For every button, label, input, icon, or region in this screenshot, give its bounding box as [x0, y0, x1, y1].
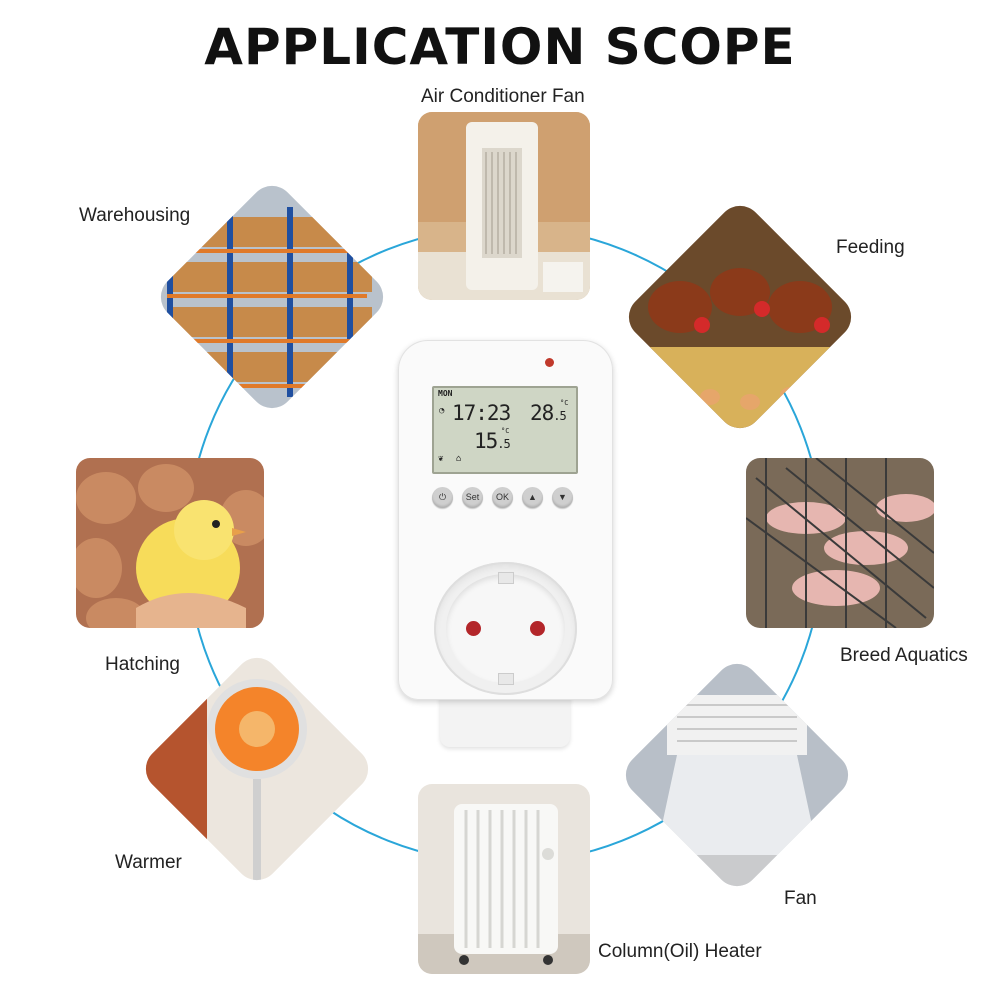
label-fan: Fan: [784, 888, 817, 909]
down-button[interactable]: ▼: [552, 487, 573, 508]
leaf-icon: ❦: [438, 454, 444, 464]
lcd-display: MON ◔ 17:23 28.5 °C 15.5 °C ❦ ⌂: [432, 386, 578, 474]
up-arrow-icon: ▲: [528, 492, 537, 502]
lcd-day: MON: [438, 389, 453, 398]
indicator-led: [545, 358, 554, 367]
clock-icon: ◔: [439, 406, 445, 416]
earth-clip-top: [498, 572, 514, 584]
label-feeding: Feeding: [836, 237, 905, 258]
thermostat-socket-device: MON ◔ 17:23 28.5 °C 15.5 °C ❦ ⌂ ⏻ Set OK…: [398, 340, 613, 747]
label-warmer: Warmer: [115, 852, 182, 873]
socket-face: [446, 572, 565, 685]
socket-hole-right: [530, 621, 545, 636]
earth-clip-bottom: [498, 673, 514, 685]
lcd-current-temp: 28.5: [530, 401, 567, 425]
lcd-time: 17:23: [452, 401, 511, 425]
breed-aquatics-image: [746, 458, 934, 628]
air-conditioner-fan-image: [418, 112, 590, 300]
power-socket: [434, 562, 577, 695]
power-button[interactable]: ⏻: [432, 487, 453, 508]
lcd-set-temp: 15.5: [474, 429, 511, 453]
label-warehousing: Warehousing: [79, 205, 191, 226]
column-oil-heater-image: [418, 784, 590, 974]
house-icon: ⌂: [456, 454, 462, 464]
label-column-oil-heater: Column(Oil) Heater: [598, 941, 762, 962]
socket-hole-left: [466, 621, 481, 636]
device-buttons: ⏻ Set OK ▲ ▼: [432, 487, 582, 509]
set-button[interactable]: Set: [462, 487, 483, 508]
lcd-unit-current: °C: [560, 399, 569, 407]
page-title: APPLICATION SCOPE: [204, 18, 796, 76]
power-icon: ⏻: [438, 492, 447, 502]
label-breed-aquatics: Breed Aquatics: [840, 645, 968, 666]
down-arrow-icon: ▼: [558, 492, 567, 502]
device-base: [440, 695, 570, 747]
lcd-unit-set: °C: [501, 427, 510, 435]
label-hatching: Hatching: [105, 654, 180, 675]
hatching-image: [76, 458, 264, 628]
label-air-conditioner-fan: Air Conditioner Fan: [421, 86, 585, 107]
up-button[interactable]: ▲: [522, 487, 543, 508]
ok-button[interactable]: OK: [492, 487, 513, 508]
